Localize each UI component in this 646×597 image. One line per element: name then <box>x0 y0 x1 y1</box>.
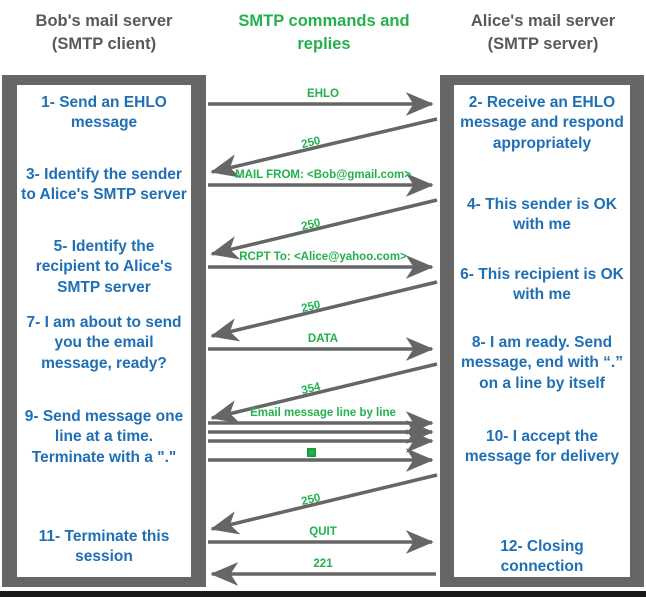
message-terminator-dot-icon <box>307 448 316 457</box>
client-step-1: 1- Send an EHLO message <box>41 94 167 132</box>
header-server-line1: Alice's mail server <box>470 12 616 30</box>
label-ehlo: EHLO <box>307 88 339 100</box>
header-server-line2: (SMTP server) <box>487 34 599 53</box>
header-middle-line2: replies <box>297 34 351 53</box>
client-step-5: 5- Identify the recipient to Alice's SMT… <box>35 238 173 296</box>
header-client-line2: (SMTP client) <box>51 34 157 53</box>
server-step-4: 4- This sender is OK with me <box>467 196 617 234</box>
label-quit: QUIT <box>309 526 337 538</box>
arrow-250-b <box>210 198 438 260</box>
diagram-header: Bob's mail server (SMTP client) SMTP com… <box>0 0 646 72</box>
label-221: 221 <box>313 558 333 570</box>
client-step-3: 3- Identify the sender to Alice's SMTP s… <box>21 166 187 204</box>
client-steps-panel: 1- Send an EHLO message 3- Identify the … <box>17 85 191 577</box>
header-server-title: Alice's mail server (SMTP server) <box>440 0 646 56</box>
server-step-10: 10- I accept the message for delivery <box>464 428 620 466</box>
client-step-9: 9- Send message one line at a time. Term… <box>24 408 184 466</box>
label-email-line: Email message line by line <box>250 407 396 419</box>
server-column-frame: 2- Receive an EHLO message and respond a… <box>440 75 644 587</box>
arrow-354 <box>210 362 438 424</box>
client-step-7: 7- I am about to send you the email mess… <box>26 314 182 372</box>
server-step-12: 12- Closing connection <box>500 538 584 576</box>
header-middle-title: SMTP commands and replies <box>208 0 440 56</box>
message-flow-area: EHLO 250 MAIL FROM: <Bob@gmail.com> 250 … <box>206 75 440 587</box>
server-steps-panel: 2- Receive an EHLO message and respond a… <box>454 85 630 577</box>
bottom-strip <box>0 591 646 597</box>
smtp-sequence-diagram: 1- Send an EHLO message 3- Identify the … <box>0 73 646 591</box>
header-client-title: Bob's mail server (SMTP client) <box>0 0 208 56</box>
arrow-250-c <box>210 280 438 342</box>
arrow-250-d <box>210 473 438 535</box>
arrow-250-a <box>210 117 438 178</box>
server-step-6: 6- This recipient is OK with me <box>460 266 624 304</box>
arrow-canvas <box>208 92 438 586</box>
header-client-line1: Bob's mail server <box>35 12 173 30</box>
label-mail-from: MAIL FROM: <Bob@gmail.com> <box>235 169 411 181</box>
label-rcpt-to: RCPT To: <Alice@yahoo.com> <box>239 251 407 263</box>
server-step-8: 8- I am ready. Send message, end with “.… <box>461 334 623 392</box>
label-data: DATA <box>307 333 339 345</box>
server-step-2: 2- Receive an EHLO message and respond a… <box>460 94 624 152</box>
header-middle-line1: SMTP commands and <box>238 12 410 30</box>
client-column-frame: 1- Send an EHLO message 3- Identify the … <box>2 75 206 587</box>
client-step-11: 11- Terminate this session <box>38 528 170 566</box>
